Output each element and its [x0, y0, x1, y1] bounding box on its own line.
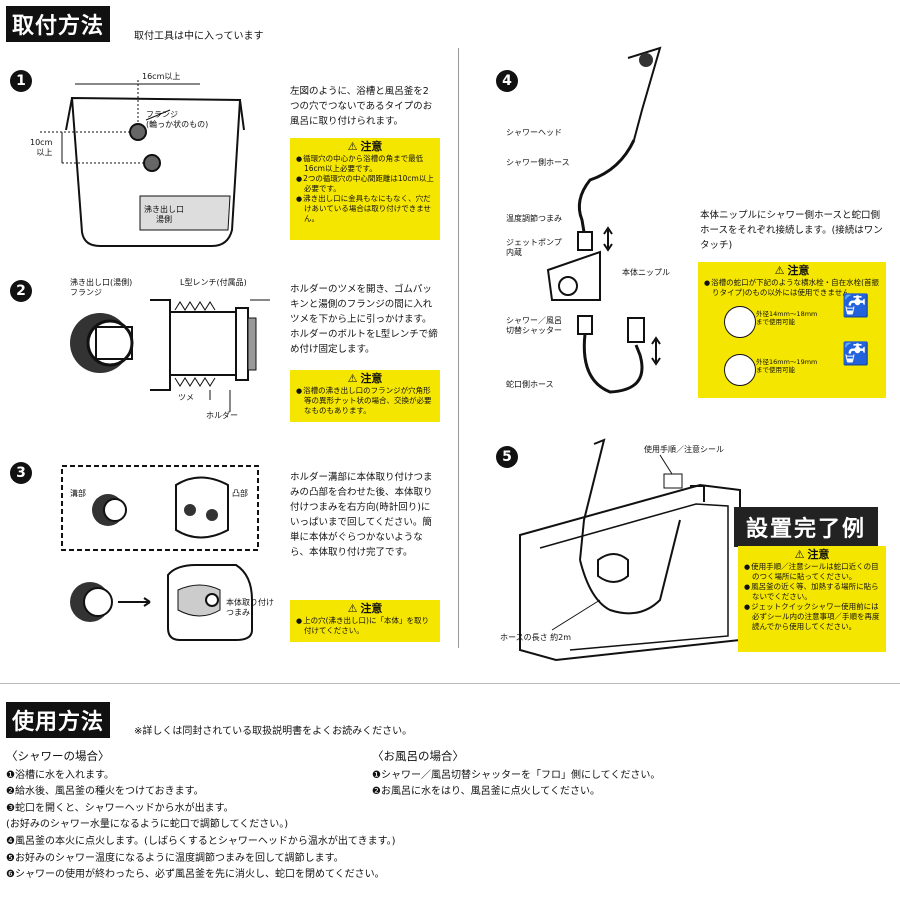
step-5-illustration — [519, 438, 741, 662]
shower-usage: 〈シャワーの場合〉 ❶浴槽に水を入れます。 ❷給水後、風呂釜の種火をつけておきま… — [6, 748, 466, 884]
step-1-dim-top: 16cm以上 — [142, 72, 181, 81]
faucet-spec-2: 外径16mm〜19mm まで使用可能 — [756, 358, 818, 374]
step-2-number: 2 — [10, 280, 32, 302]
section-divider — [0, 683, 900, 684]
step-5-hose-length-label: ホースの長さ 約2m — [500, 633, 572, 642]
warning-triangle-icon: ⚠ — [347, 602, 358, 615]
step-4-faucet-hose-label: 蛇口側ホース — [506, 380, 554, 389]
step-4-illustration — [546, 46, 662, 394]
step-4-head-label: シャワーヘッド — [506, 128, 562, 137]
caution-item: 使用手順／注意シールは蛇口近くの目のつく場所に貼ってください。 — [744, 562, 880, 582]
step-2-wrench-label: L型レンチ(付属品) — [180, 278, 247, 287]
step-4-caution: ⚠注意 浴槽の蛇口が下記のような横水栓・自在水栓(首振りタイプ)のもの以外には使… — [698, 262, 886, 398]
step-1-text: 左図のように、浴槽と風呂釜を2つの穴でつないであるタイプのお風呂に取り付けられま… — [290, 86, 433, 127]
faucet-spec-1: 外径14mm〜18mm まで使用可能 — [756, 310, 818, 326]
step-3-text: ホルダー溝部に本体取り付けつまみの凸部を合わせた後、本体取り付けつまみを右方向(… — [290, 472, 433, 558]
step-4-number: 4 — [496, 70, 518, 92]
usage-line: ❻シャワーの使用が終わったら、必ず風呂釜を先に消火し、蛇口を閉めてください。 — [6, 869, 385, 881]
step-1-outlet-label: 沸き出し口 湯側 — [144, 205, 184, 224]
step-3-groove-label: 溝部 — [70, 489, 86, 498]
step-4-pump-label: ジェットポンプ 内蔵 — [506, 238, 562, 257]
step-2-outlet-label: 沸き出し口(湯側) フランジ — [70, 278, 133, 297]
step-5-sticker-label: 使用手順／注意シール — [644, 445, 724, 454]
caution-item: ジェットクイックシャワー使用前には必ずシール内の注意事項／手順を再度読んでから使… — [744, 602, 880, 632]
step-2-claw-label: ツメ — [178, 393, 194, 402]
shower-heading: 〈シャワーの場合〉 — [6, 749, 110, 763]
warning-triangle-icon: ⚠ — [774, 264, 785, 277]
caution-item: 2つの循環穴の中心間距離は10cm以上必要です。 — [296, 174, 434, 194]
step-3-caution: ⚠注意 上の穴(沸き出し口)に「本体」を取り付けてください。 — [290, 600, 440, 642]
caution-item: 浴槽の蛇口が下記のような横水栓・自在水栓(首振りタイプ)のもの以外には使用できま… — [704, 278, 880, 298]
bath-usage: 〈お風呂の場合〉 ❶シャワー／風呂切替シャッターを「フロ」側にしてください。 ❷… — [372, 748, 872, 801]
usage-line: ❶浴槽に水を入れます。 — [6, 769, 114, 781]
step-4-temp-knob-label: 温度調節つまみ — [506, 214, 562, 223]
step-3-illustration — [61, 465, 259, 641]
step-3-bump-label: 凸部 — [232, 489, 248, 498]
usage-line: ❶シャワー／風呂切替シャッターを「フロ」側にしてください。 — [372, 769, 661, 781]
faucet-outline-2 — [724, 354, 756, 386]
step-2-text: ホルダーのツメを開き、ゴムパッキンと湯側のフランジの間に入れツメを下から上に引っ… — [290, 284, 438, 355]
step-5-caution: ⚠注意 使用手順／注意シールは蛇口近くの目のつく場所に貼ってください。 風呂釜の… — [738, 546, 886, 652]
install-complete-title: 設置完了例 — [734, 507, 879, 547]
step-4-nipple-label: 本体ニップル — [622, 268, 670, 277]
usage-line: ❸蛇口を開くと、シャワーヘッドから水が出ます。 — [6, 802, 234, 814]
usage-line: ❺お好みのシャワー温度になるように温度調節つまみを回して調節します。 — [6, 852, 344, 864]
usage-line: ❷給水後、風呂釜の種火をつけておきます。 — [6, 786, 204, 798]
caution-item: 浴槽の沸き出し口のフランジが穴角形等の異形ナット状の場合、交換が必要なものもあり… — [296, 386, 434, 416]
warning-triangle-icon: ⚠ — [347, 372, 358, 385]
step-2-caution: ⚠注意 浴槽の沸き出し口のフランジが穴角形等の異形ナット状の場合、交換が必要なも… — [290, 370, 440, 422]
step-5-number: 5 — [496, 446, 518, 468]
usage-title: 使用方法 — [6, 702, 111, 738]
usage-line: ❷お風呂に水をはり、風呂釜に点火してください。 — [372, 786, 600, 798]
caution-item: 風呂釜の近く等、加熱する場所に貼らないでください。 — [744, 582, 880, 602]
step-4-shower-hose-label: シャワー側ホース — [506, 158, 570, 167]
step-2-holder-label: ホルダー — [206, 411, 238, 420]
faucet-outline-1 — [724, 306, 756, 338]
step-4-shutter-label: シャワー／風呂 切替シャッター — [506, 316, 562, 335]
step-1-caution: ⚠注意 循環穴の中心から浴槽の角まで最低16cm以上必要です。 2つの循環穴の中… — [290, 138, 440, 240]
column-divider — [458, 48, 459, 648]
usage-note: ※詳しくは同封されている取扱説明書をよくお読みください。 — [134, 726, 413, 737]
caution-item: 循環穴の中心から浴槽の角まで最低16cm以上必要です。 — [296, 154, 434, 174]
step-1-illustration — [40, 80, 245, 247]
usage-line: (お好みのシャワー水量になるように蛇口で調節してください。) — [6, 819, 289, 831]
usage-line: ❹風呂釜の本火に点火します。(しばらくするとシャワーヘッドから温水が出てきます。… — [6, 835, 396, 847]
step-1-dim-left: 10cm 以上 — [30, 138, 53, 157]
bath-heading: 〈お風呂の場合〉 — [372, 749, 464, 763]
step-4-text: 本体ニップルにシャワー側ホースと蛇口側ホースをそれぞれ接続します。(接続はワンタ… — [700, 210, 883, 251]
step-2-illustration — [70, 299, 270, 412]
step-3-number: 3 — [10, 462, 32, 484]
caution-item: 上の穴(沸き出し口)に「本体」を取り付けてください。 — [296, 616, 434, 636]
caution-item: 沸き出し口に金具もなにもなく、穴だけあいている場合は取り付けできません。 — [296, 194, 434, 224]
install-subtitle: 取付工具は中に入っています — [134, 31, 264, 42]
step-1-flange-label: フランジ (輪っか状のもの) — [146, 110, 209, 129]
step-1-number: 1 — [10, 70, 32, 92]
warning-triangle-icon: ⚠ — [794, 548, 805, 561]
warning-triangle-icon: ⚠ — [347, 140, 358, 153]
step-3-knob-label: 本体取り付け つまみ — [226, 598, 274, 617]
install-title: 取付方法 — [6, 6, 111, 42]
